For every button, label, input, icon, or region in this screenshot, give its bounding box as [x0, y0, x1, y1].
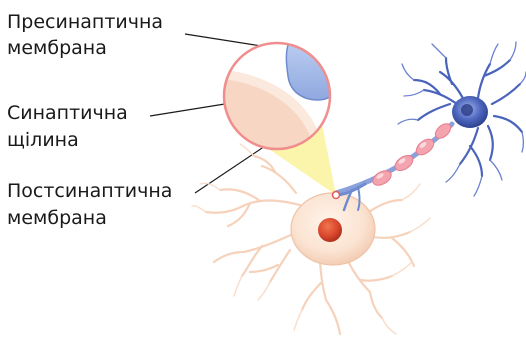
label-postsynaptic-line2: мембрана [7, 206, 107, 230]
postsynaptic-nucleus [318, 218, 342, 242]
label-cleft-line2: щілина [7, 128, 79, 152]
synapse-point [333, 192, 340, 199]
label-postsynaptic-line1: Постсинаптична [7, 179, 172, 203]
presynaptic-nucleus [461, 104, 473, 116]
presynaptic-terminal [286, 26, 343, 100]
label-presynaptic-line1: Пресинаптична [7, 10, 163, 34]
label-presynaptic-line2: мембрана [7, 36, 107, 60]
label-cleft-line1: Синаптична [7, 101, 128, 125]
